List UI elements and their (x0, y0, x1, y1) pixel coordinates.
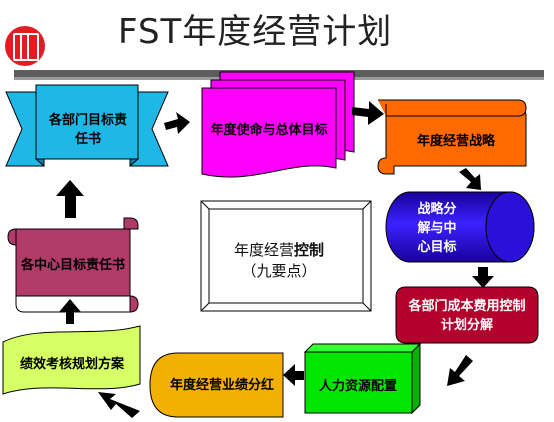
company-logo (5, 26, 45, 66)
kpi-label: 绩效考核规划方案 (19, 356, 124, 372)
arrow-bonus-to-kpi (98, 392, 140, 418)
bonus-shape (149, 352, 284, 418)
hr-label: 人力资源配置 (318, 378, 397, 394)
arrow-hr-to-bonus (283, 364, 304, 386)
arrow-strategy-to-decomp (459, 168, 481, 190)
strategy-scroll (377, 99, 527, 175)
center-line2: （九要点） (241, 262, 317, 280)
bonus-label: 年度经营业绩分红 (169, 377, 274, 393)
center-goals-scroll (7, 217, 139, 313)
arrow-mission-to-strategy (352, 101, 384, 125)
strategy-label: 年度经营战略 (416, 133, 495, 149)
cost-control-label: 各部门成本费用控制计划分解 (408, 299, 526, 333)
hr-cube (303, 342, 422, 415)
strategy-decomp-label: 战略分解与中心目标 (417, 201, 457, 255)
arrow-cost-to-hr (447, 355, 473, 386)
strategy-decomp-cylinder (385, 191, 535, 263)
kpi-flag (2, 325, 141, 395)
center-goals-label: 各中心目标责任书 (20, 257, 125, 273)
center-control-label: 年度经营控制 （九要点） (212, 240, 346, 282)
page-title: FST年度经营计划 (118, 12, 393, 52)
mission-label: 年度使命与总体目标 (210, 122, 328, 138)
dept-goals-label: 各部门目标责任书 (48, 113, 127, 147)
cost-control-box (395, 286, 539, 344)
mission-documents (201, 71, 355, 178)
dept-goals-ribbon (5, 84, 169, 168)
arrow-center-to-dept (56, 180, 84, 218)
center-line1-prefix: 年度经营 (233, 241, 294, 259)
arrow-kpi-to-center (59, 299, 81, 324)
arrow-dept-to-mission (164, 112, 190, 134)
arrow-decomp-to-cost (472, 267, 494, 288)
center-line1-emph: 控制 (294, 241, 325, 259)
center-frame (200, 200, 372, 312)
